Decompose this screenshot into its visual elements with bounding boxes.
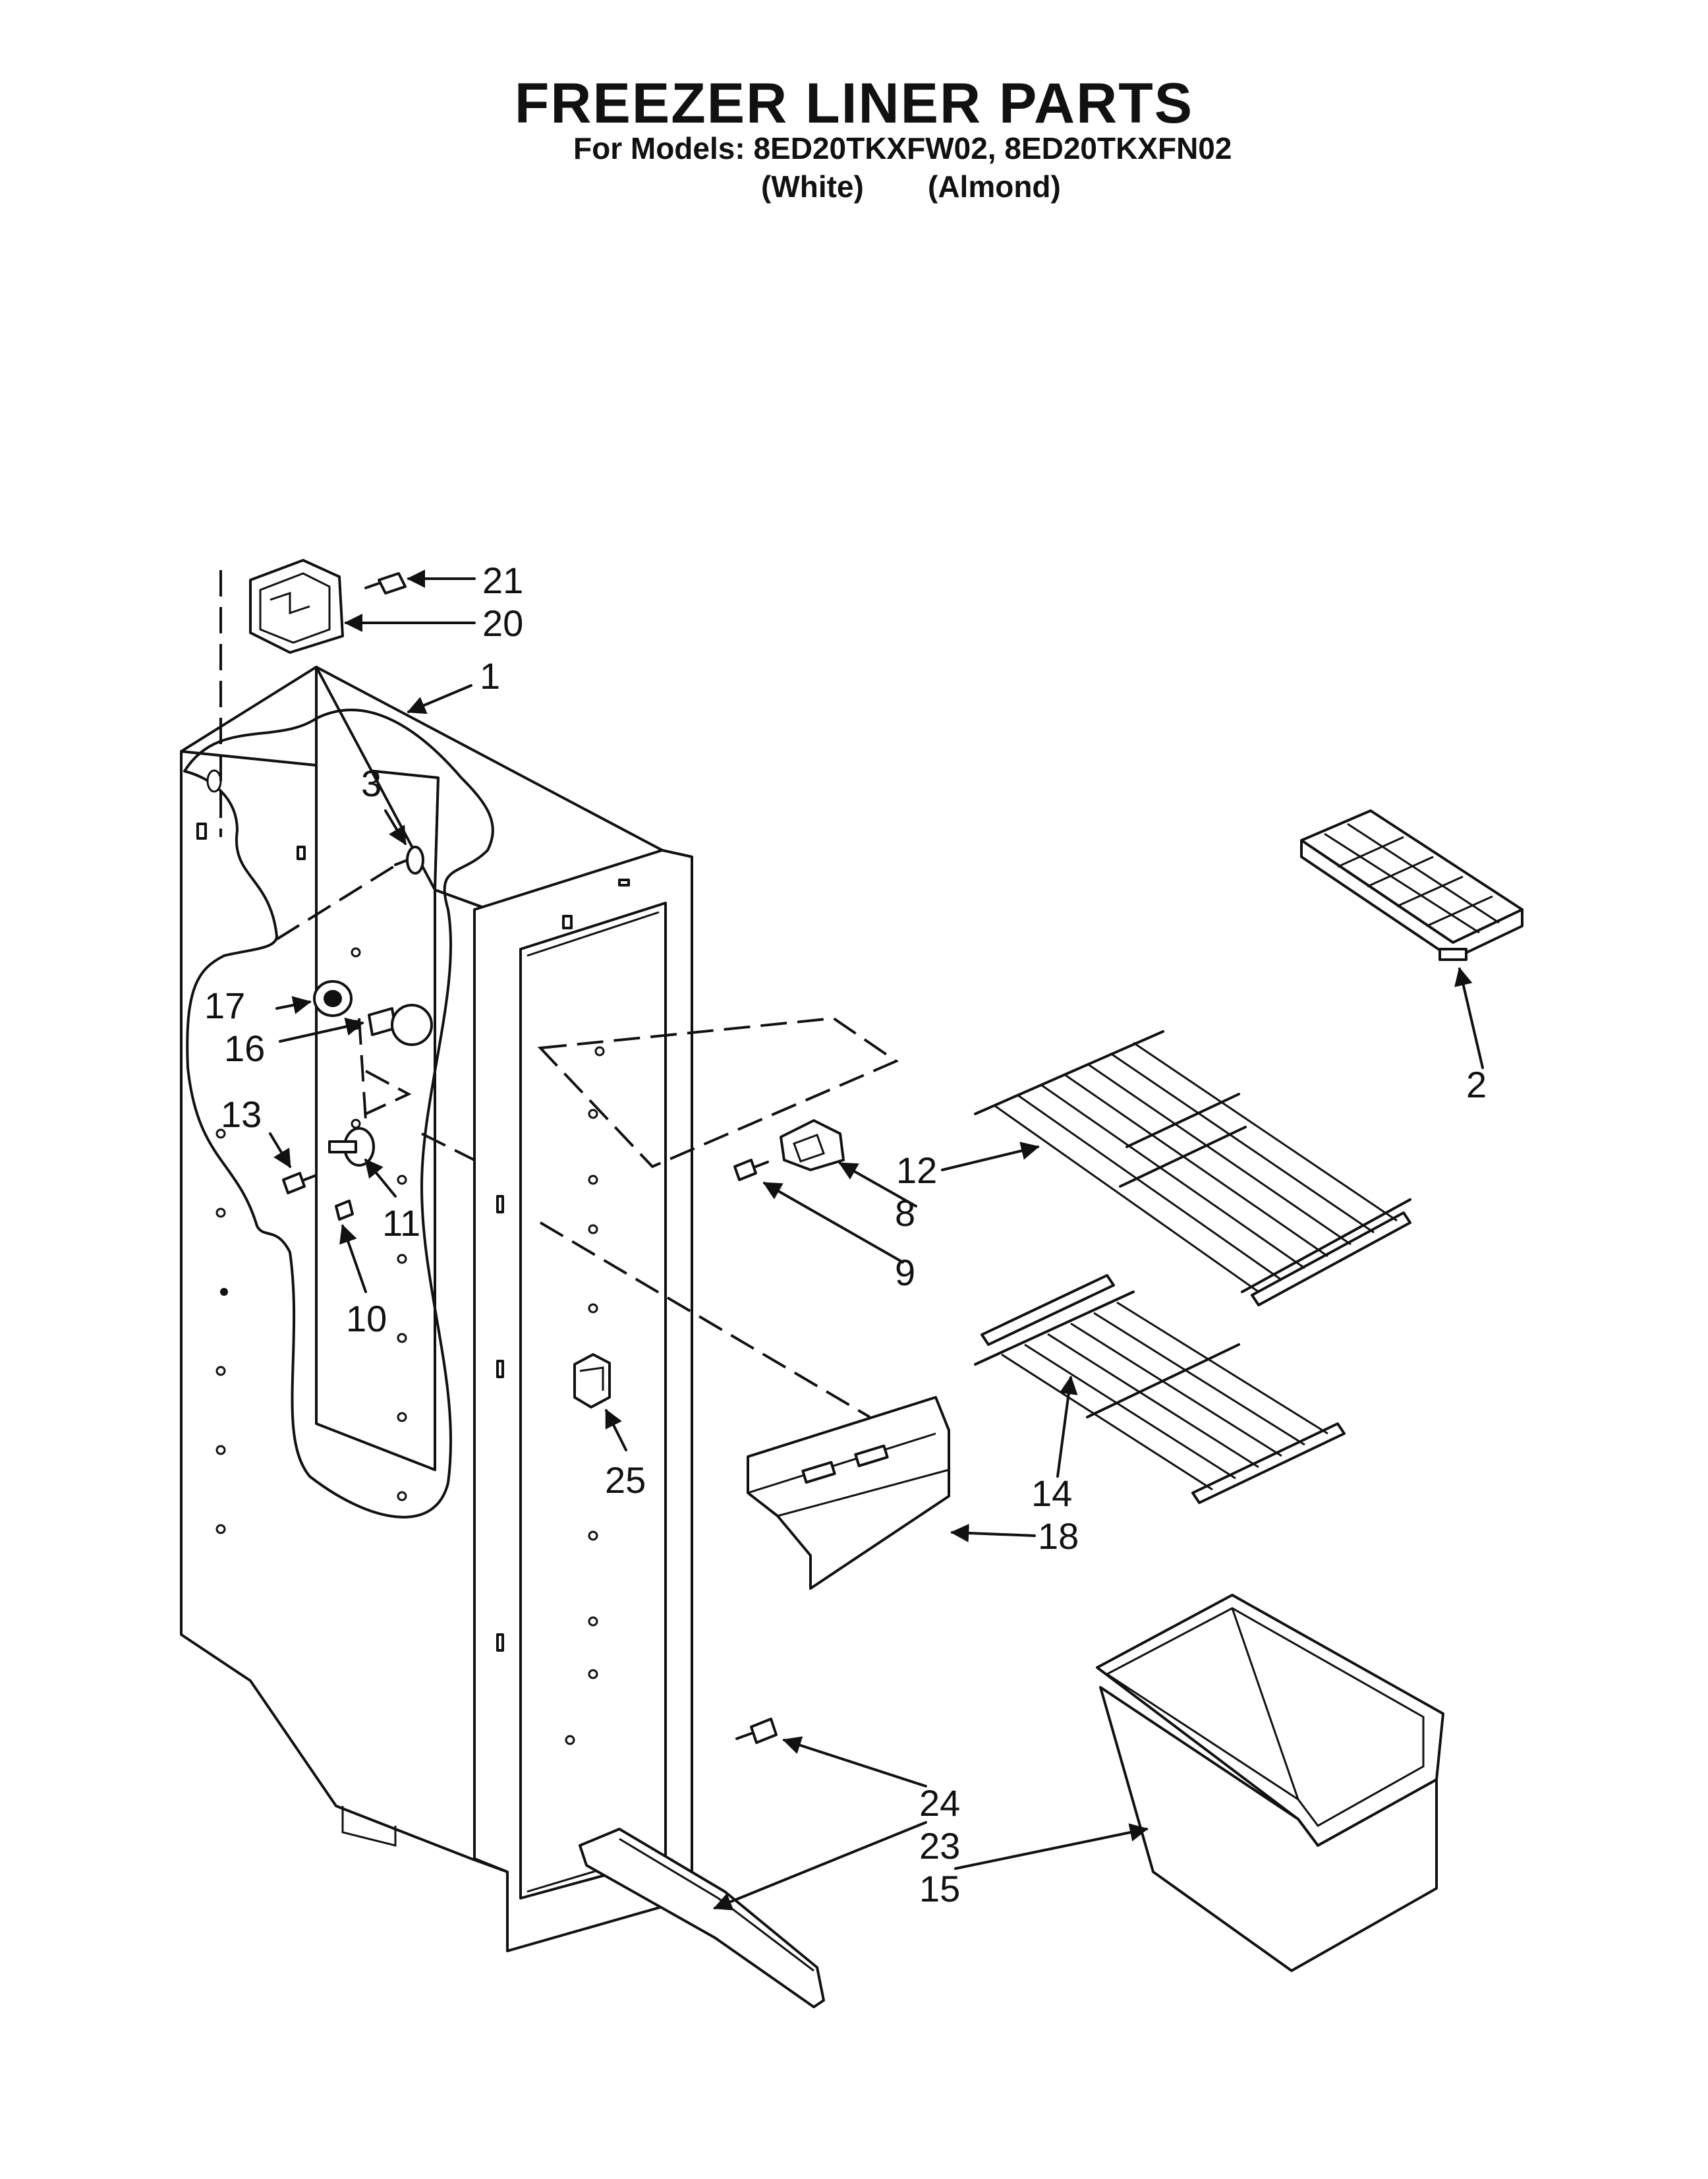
page-title: FREEZER LINER PARTS [514,72,1194,135]
part-16-light-bulb [368,1004,433,1046]
callout-2: 2 [1466,1064,1487,1105]
part-2-ice-cube-tray [1300,809,1523,961]
part-3-plug [394,846,424,875]
callout-8: 8 [895,1192,915,1234]
callout-3: 3 [361,763,382,804]
part-14-wire-shelf-lower [974,1274,1346,1504]
callout-18: 18 [1038,1515,1079,1557]
callout-24: 24 [919,1782,960,1824]
callout-25: 25 [605,1459,646,1501]
liner-mounting-holes [215,947,605,1745]
callout-10: 10 [346,1298,387,1339]
callout-13: 13 [221,1093,262,1135]
callout-labels: 21 20 1 3 17 16 13 11 10 25 8 9 12 2 14 … [204,560,1487,1909]
part-24-screw [735,1718,778,1744]
part-10-screw [335,1200,354,1221]
variant-white: (White) [761,169,864,204]
part-17-lamp-socket [313,980,353,1017]
callout-21: 21 [482,560,523,601]
part-25-light-switch [573,1353,611,1409]
part-20-light-bracket [249,559,344,654]
callout-17: 17 [204,985,245,1026]
callout-14: 14 [1031,1472,1072,1514]
variant-almond: (Almond) [928,169,1061,204]
models-line: For Models: 8ED20TKXFW02, 8ED20TKXFN02 [573,131,1232,165]
callout-16: 16 [224,1028,265,1069]
part-21-screw [364,572,407,595]
callout-12: 12 [896,1149,937,1191]
part-18-shelf-bracket [747,1396,950,1590]
callout-11: 11 [382,1202,420,1244]
part-13-screw [282,1172,318,1194]
part-9-screw [733,1159,769,1181]
freezer-liner [180,666,693,1952]
callout-20: 20 [482,602,523,644]
part-11-control-knob [328,1127,375,1167]
part-8-shelf-support [780,1119,845,1171]
callout-23: 23 [919,1825,960,1867]
part-15-freezer-bin [1096,1594,1444,1972]
callout-1: 1 [480,655,500,697]
callout-9: 9 [895,1252,915,1293]
callout-arrows [269,569,1484,1911]
assembly-leader-lines [219,570,899,1418]
callout-15: 15 [919,1868,960,1909]
part-12-wire-shelf-upper [974,1030,1411,1306]
